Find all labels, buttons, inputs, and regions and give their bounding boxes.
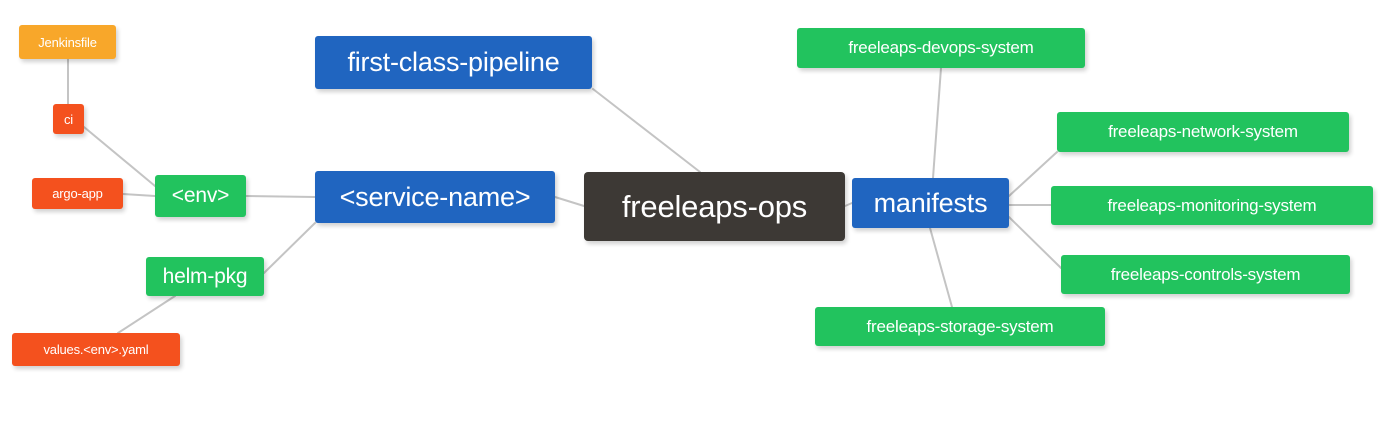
- node-label: manifests: [873, 187, 988, 218]
- node-label: freeleaps-ops: [621, 188, 808, 224]
- edge-service-name-env: [245, 195, 316, 198]
- node-label: freeleaps-storage-system: [866, 316, 1054, 336]
- node-label: values.<env>.yaml: [43, 342, 149, 357]
- node-manifests[interactable]: manifests: [852, 178, 1009, 228]
- node-label: freeleaps-network-system: [1108, 122, 1298, 141]
- node-values-env-yaml[interactable]: values.<env>.yaml: [12, 333, 180, 366]
- edge-service-name-helm-pkg: [263, 222, 316, 274]
- node-freeleaps-network-system[interactable]: freeleaps-network-system: [1057, 112, 1349, 152]
- node-freeleaps-devops-system[interactable]: freeleaps-devops-system: [797, 28, 1085, 68]
- node-label: ci: [64, 111, 73, 127]
- edge-root-first-class-pipeline: [592, 88, 701, 173]
- node-label: freeleaps-controls-system: [1110, 264, 1301, 284]
- node-freeleaps-ops[interactable]: freeleaps-ops: [584, 172, 845, 241]
- edge-env-argo-app: [122, 193, 156, 197]
- node-ci[interactable]: ci: [53, 104, 84, 134]
- node-label: Jenkinsfile: [38, 34, 97, 50]
- node-label: first-class-pipeline: [347, 47, 560, 77]
- node-argo-app[interactable]: argo-app: [32, 178, 123, 209]
- node-freeleaps-storage-system[interactable]: freeleaps-storage-system: [815, 307, 1105, 346]
- node-label: helm-pkg: [162, 264, 248, 288]
- node-first-class-pipeline[interactable]: first-class-pipeline: [315, 36, 592, 89]
- node-label: argo-app: [52, 186, 103, 201]
- node-jenkinsfile[interactable]: Jenkinsfile: [19, 25, 116, 59]
- edge-root-manifests: [844, 202, 853, 207]
- edge-manifests-devops: [932, 67, 942, 179]
- node-label: <env>: [171, 184, 230, 207]
- node-label: freeleaps-monitoring-system: [1107, 195, 1317, 215]
- node-freeleaps-monitoring-system[interactable]: freeleaps-monitoring-system: [1051, 186, 1373, 225]
- node-env[interactable]: <env>: [155, 175, 246, 217]
- edge-manifests-network: [1008, 151, 1058, 197]
- edge-root-service-name: [554, 196, 585, 207]
- edge-helm-pkg-values: [117, 295, 176, 334]
- node-service-name[interactable]: <service-name>: [315, 171, 555, 223]
- node-freeleaps-controls-system[interactable]: freeleaps-controls-system: [1061, 255, 1350, 294]
- node-label: <service-name>: [339, 181, 531, 212]
- edge-manifests-storage: [929, 227, 953, 308]
- node-helm-pkg[interactable]: helm-pkg: [146, 257, 264, 296]
- node-label: freeleaps-devops-system: [848, 38, 1034, 57]
